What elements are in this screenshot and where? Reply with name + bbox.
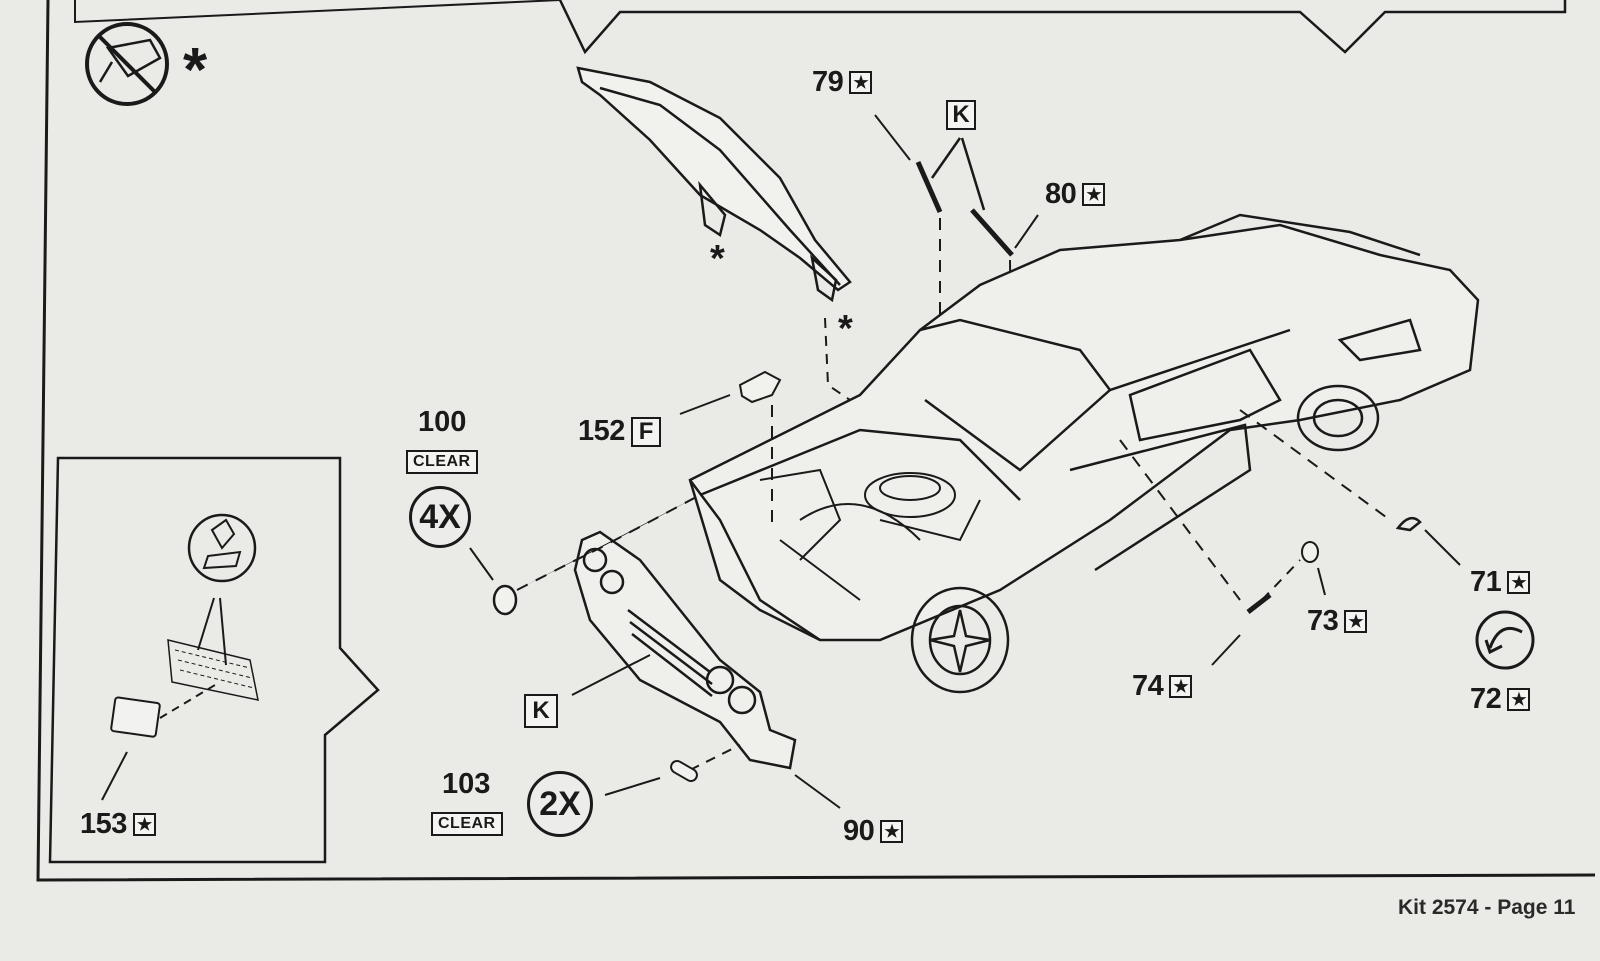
part-73-label: 73★	[1307, 605, 1368, 638]
part-80-label: 80★	[1045, 178, 1106, 211]
star-mark-icon: ★	[849, 71, 873, 94]
part-79-label: 79★	[812, 66, 873, 99]
note-asterisk: *	[183, 36, 208, 105]
part-153-light	[110, 696, 161, 738]
star-mark-icon: ★	[1169, 675, 1193, 698]
rotate-arrow-icon	[1475, 610, 1535, 670]
part-100-multiplier: 4X	[409, 486, 471, 548]
star-mark-icon: ★	[880, 820, 904, 843]
subassembly-f: F	[630, 416, 661, 447]
note-asterisk-hood: *	[710, 238, 725, 280]
star-mark-icon: ★	[132, 813, 156, 836]
part-152-bracket	[738, 370, 782, 404]
part-103-clear-tag: CLEAR	[431, 812, 503, 836]
part-72-label: 72★	[1470, 683, 1531, 716]
part-71-hook	[1395, 516, 1422, 532]
part-74-label: 74★	[1132, 670, 1193, 703]
front-bumper-grille	[573, 530, 797, 770]
subassembly-k-top: K	[946, 100, 976, 130]
part-103-lens	[670, 760, 698, 782]
part-100-number: 100	[418, 406, 467, 438]
page-footer: Kit 2574 - Page 11	[1398, 896, 1576, 919]
no-glue-icon	[85, 22, 169, 106]
star-mark-icon: ★	[1344, 610, 1368, 633]
header-tab	[558, 0, 1567, 55]
star-mark-icon: ★	[1507, 571, 1531, 594]
hood-part	[576, 66, 852, 303]
inset-panel	[48, 456, 380, 864]
part-100-lens	[492, 584, 518, 616]
page-frame	[36, 0, 1596, 882]
rear-wheel	[1296, 384, 1380, 452]
part-90-label: 90★	[843, 815, 904, 848]
part-71-label: 71★	[1470, 566, 1531, 599]
wiper-79	[915, 160, 943, 214]
part-74-handle	[1246, 593, 1272, 614]
wiper-80	[970, 208, 1014, 257]
part-103-multiplier: 2X	[527, 771, 593, 837]
star-mark-icon: ★	[1082, 183, 1106, 206]
part-73-knob	[1301, 541, 1319, 563]
star-mark-icon: ★	[1507, 688, 1531, 711]
part-100-clear-tag: CLEAR	[406, 450, 478, 474]
part-103-number: 103	[442, 768, 491, 800]
car-body	[688, 213, 1480, 642]
front-wheel	[910, 586, 1010, 694]
part-153-label: 153★	[80, 808, 156, 841]
note-asterisk-pin: *	[838, 308, 853, 350]
glue-applicator-icon	[187, 513, 257, 583]
subassembly-k-grille: K	[524, 694, 558, 728]
grille-section	[167, 639, 259, 701]
engine-bay	[759, 468, 981, 601]
